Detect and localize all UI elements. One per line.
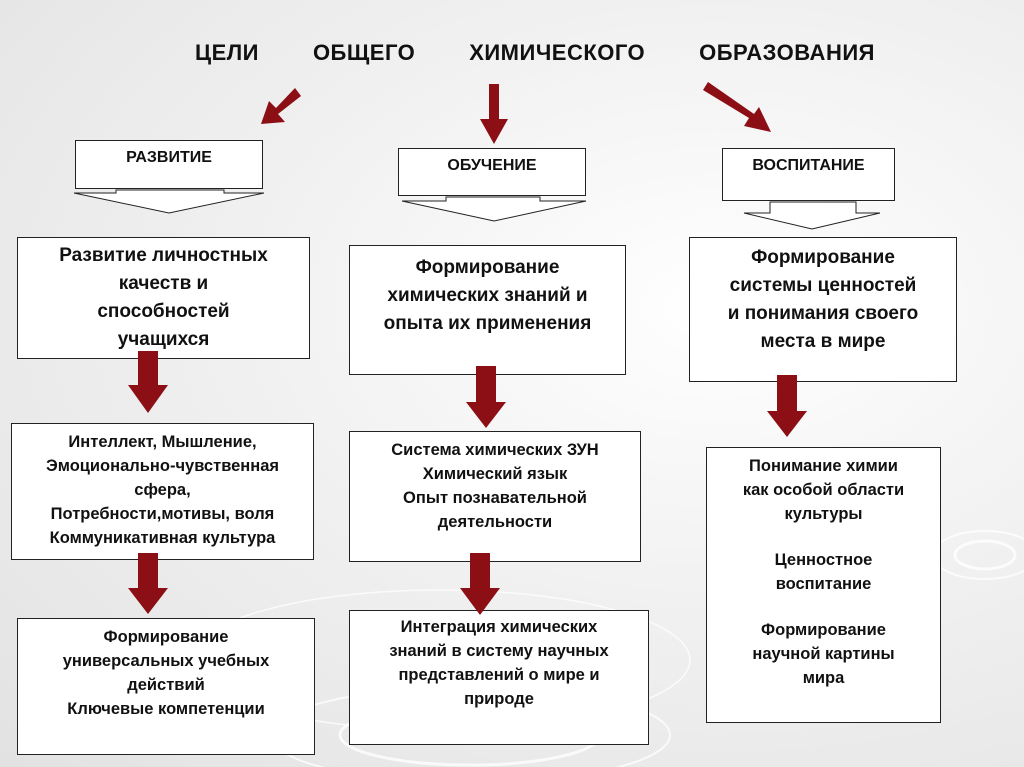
category-label: ВОСПИТАНИЕ: [752, 157, 865, 174]
category-box-learning: ОБУЧЕНИЕ: [398, 148, 586, 196]
goal-box-upbringing: Формирование системы ценностей и пониман…: [689, 237, 957, 382]
box-line: системы ценностей: [729, 275, 917, 296]
title-word: ЦЕЛИ: [195, 40, 259, 65]
red-arrow-right: [703, 82, 771, 132]
white-arrow-learning: [401, 196, 587, 222]
box-line: Система химических ЗУН: [391, 441, 599, 459]
white-arrow-upbringing: [743, 201, 881, 230]
box-line: как особой области: [742, 481, 905, 499]
box-line: универсальных учебных: [62, 652, 270, 670]
box-line: учащихся: [117, 329, 210, 350]
box-line: Формирование: [103, 628, 229, 646]
diagram-title: ЦЕЛИ ОБЩЕГО ХИМИЧЕСКОГО ОБРАЗОВАНИЯ: [195, 40, 875, 66]
category-label: РАЗВИТИЕ: [126, 149, 212, 166]
white-arrow-development: [73, 189, 265, 214]
box-line: Потребности,мотивы, воля: [50, 505, 275, 523]
red-arrow-center: [480, 84, 508, 144]
box-line: научной картины: [752, 645, 895, 663]
goal-box-learning: Формирование химических знаний и опыта и…: [349, 245, 626, 375]
title-word: ХИМИЧЕСКОГО: [469, 40, 646, 65]
box-line: химических знаний и: [387, 285, 588, 306]
box-line: представлений о мире и: [398, 666, 600, 684]
category-box-upbringing: ВОСПИТАНИЕ: [722, 148, 895, 201]
box-line: Ценностное: [774, 551, 873, 569]
outcome-box-development: Формирование универсальных учебных дейст…: [17, 618, 315, 755]
box-line: качеств и: [118, 273, 209, 294]
category-box-development: РАЗВИТИЕ: [75, 140, 263, 189]
red-arrow-left: [261, 88, 301, 124]
box-line: Интеллект, Мышление,: [68, 433, 257, 451]
box-line: места в мире: [760, 331, 886, 352]
box-line: Развитие личностных: [59, 245, 268, 266]
box-line: способностей: [97, 301, 230, 322]
box-line: культуры: [784, 505, 863, 523]
box-line: сфера,: [134, 481, 191, 499]
box-line: и понимания своего: [727, 303, 919, 324]
box-line: Понимание химии: [749, 457, 898, 475]
box-line: Химический язык: [422, 465, 568, 483]
box-line: опыта их применения: [383, 313, 592, 334]
title-word: ОБРАЗОВАНИЯ: [699, 40, 875, 65]
category-label: ОБУЧЕНИЕ: [447, 157, 537, 174]
box-line: воспитание: [775, 575, 872, 593]
title-word: ОБЩЕГО: [312, 40, 416, 65]
box-line: природе: [464, 690, 534, 708]
box-line: деятельности: [437, 513, 553, 531]
box-line: Опыт познавательной: [403, 489, 587, 507]
details-box-learning: Система химических ЗУН Химический язык О…: [349, 431, 641, 562]
down-arrow-dev-2: [128, 553, 168, 614]
down-arrow-dev-1: [128, 351, 168, 413]
details-box-development: Интеллект, Мышление, Эмоционально-чувств…: [11, 423, 314, 560]
box-line: Формирование: [761, 621, 886, 639]
box-line: Формирование: [415, 257, 560, 278]
box-line: Формирование: [751, 247, 895, 268]
box-line: знаний в систему научных: [389, 642, 609, 660]
box-line: Интеграция химических: [400, 618, 598, 636]
goal-box-development: Развитие личностных качеств и способност…: [17, 237, 310, 359]
box-line: Ключевые компетенции: [67, 700, 265, 718]
box-line: Коммуникативная культура: [49, 529, 276, 547]
box-line: Эмоционально-чувственная: [45, 457, 280, 475]
down-arrow-upb-1: [767, 375, 807, 437]
down-arrow-learn-1: [466, 366, 506, 428]
box-line: мира: [802, 669, 845, 687]
down-arrow-learn-2: [460, 553, 500, 615]
outcome-box-learning: Интеграция химических знаний в систему н…: [349, 610, 649, 745]
box-line: действий: [127, 676, 205, 694]
details-box-upbringing: Понимание химии как особой области культ…: [706, 447, 941, 723]
